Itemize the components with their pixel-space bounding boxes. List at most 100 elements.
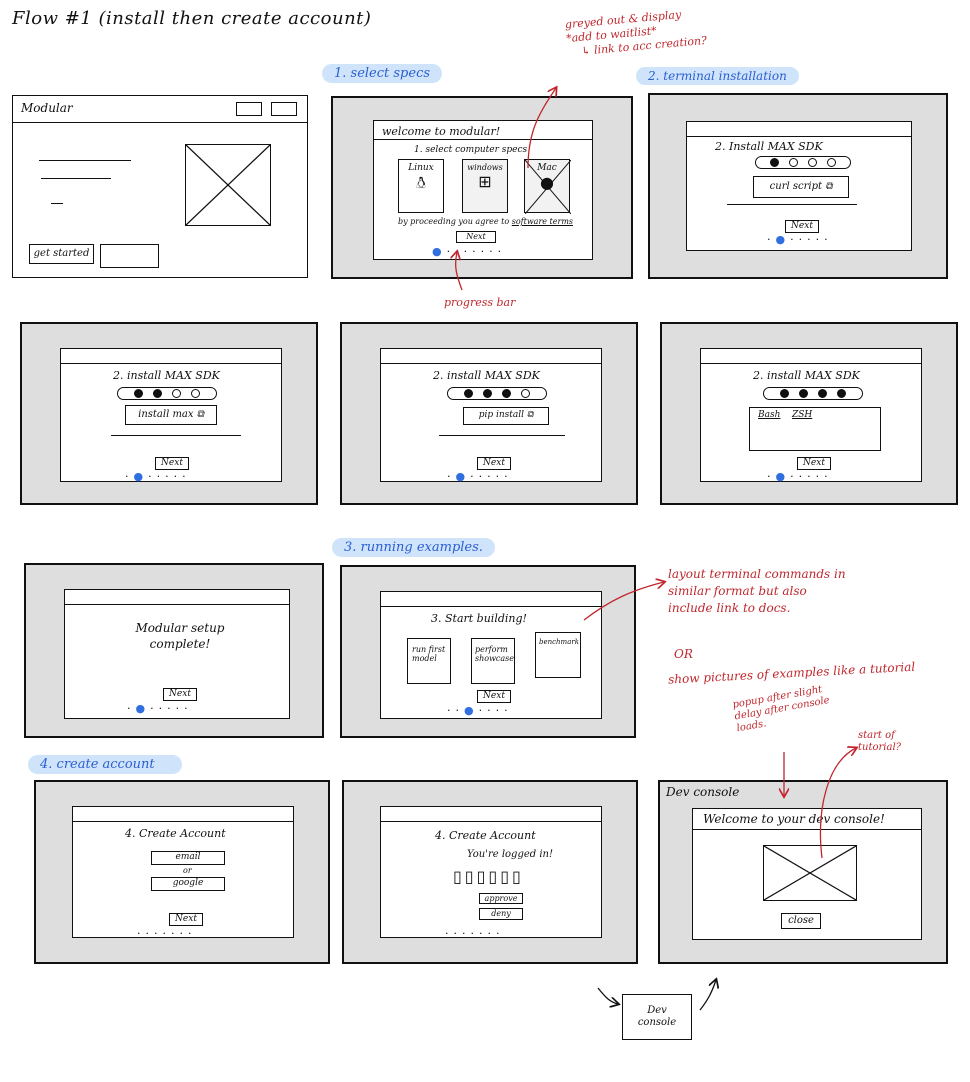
account-window: 4. Create Account You're logged in! ▯▯▯▯… <box>380 806 602 940</box>
note-tutorial: start of tutorial? <box>858 730 901 753</box>
text-line <box>727 204 857 205</box>
code-boxes[interactable]: ▯▯▯▯▯▯ <box>453 867 524 886</box>
window-button[interactable] <box>271 102 297 116</box>
curl-script-button[interactable]: curl script ⧉ <box>753 176 849 198</box>
penguin-icon: 🐧︎ <box>416 173 426 192</box>
progress-dots: ·●····· <box>125 470 191 483</box>
os-linux-label: Linux <box>408 163 434 173</box>
arrow-layout <box>583 582 664 621</box>
window-button[interactable] <box>236 102 262 116</box>
zsh-tab[interactable]: ZSH <box>792 410 813 420</box>
example-card-run-model[interactable]: run first model <box>407 638 451 684</box>
step-pill <box>447 387 547 400</box>
os-windows-label: windows <box>467 163 503 172</box>
pip-install-button[interactable]: pip install ⧉ <box>463 407 549 425</box>
welcome-text: Welcome to your dev console! <box>703 812 885 826</box>
install-frame-2: 2. install MAX SDK install max ⧉ Next ·●… <box>20 322 318 505</box>
step-pill <box>755 156 851 169</box>
install-heading: 2. install MAX SDK <box>113 369 220 382</box>
arrow-tutorial <box>819 748 856 859</box>
install-window: 2. install MAX SDK install max ⧉ Next ·●… <box>60 348 282 483</box>
text-line <box>439 435 565 436</box>
google-button[interactable]: google <box>151 877 225 891</box>
next-button[interactable]: Next <box>456 231 496 243</box>
progress-dots: ······· <box>137 927 197 940</box>
step-pill <box>763 387 863 400</box>
section-running-examples: 3. running examples. <box>332 538 495 557</box>
next-button[interactable]: Next <box>797 457 831 470</box>
account-frame: 4. Create Account email or google Next ·… <box>34 780 330 964</box>
landing-window: Modular get started <box>12 95 308 278</box>
install-heading: 2. install MAX SDK <box>753 369 860 382</box>
image-placeholder <box>763 845 857 901</box>
shell-panel: Bash ZSH <box>749 407 881 451</box>
arrow-progress <box>456 252 463 291</box>
account-window: 4. Create Account email or google Next ·… <box>72 806 294 940</box>
or-label: or <box>183 866 192 875</box>
install-heading: 2. install MAX SDK <box>433 369 540 382</box>
install-window: 2. install MAX SDK pip install ⧉ Next ·●… <box>380 348 602 483</box>
agree-text: by proceeding you agree to software term… <box>398 217 574 226</box>
next-button[interactable]: Next <box>163 688 197 701</box>
next-button[interactable]: Next <box>155 457 189 470</box>
os-mac-label: Mac <box>537 163 557 173</box>
install-frame-3: 2. install MAX SDK pip install ⧉ Next ·●… <box>340 322 638 505</box>
apple-icon: ● <box>540 173 554 192</box>
next-button[interactable]: Next <box>785 220 819 233</box>
software-terms-link[interactable]: software terms <box>511 217 574 226</box>
email-field[interactable]: email <box>151 851 225 865</box>
install-heading: 2. Install MAX SDK <box>715 140 823 153</box>
progress-dots: ·●····· <box>767 470 833 483</box>
text-line <box>39 160 131 161</box>
note-or: OR <box>674 647 693 661</box>
install-window: 2. install MAX SDK Bash ZSH Next ·●····· <box>700 348 922 483</box>
next-button[interactable]: Next <box>477 690 511 703</box>
progress-dots: ··●···· <box>447 704 513 717</box>
copy-icon[interactable]: ⧉ <box>526 410 534 420</box>
progress-dots: ·●····· <box>447 470 513 483</box>
section-select-specs: 1. select specs <box>322 64 443 83</box>
building-frame: 3. Start building! run first model perfo… <box>340 565 636 738</box>
devconsole-box: Dev console <box>622 994 692 1040</box>
copy-icon[interactable]: ⧉ <box>825 181 833 192</box>
progress-dots: ·●····· <box>767 233 833 246</box>
progress-dots: ·●····· <box>127 702 193 715</box>
secondary-button[interactable] <box>100 244 159 268</box>
text-line <box>41 178 111 179</box>
deny-button[interactable]: deny <box>479 908 523 920</box>
building-window: 3. Start building! run first model perfo… <box>380 591 602 719</box>
next-button[interactable]: Next <box>169 913 203 926</box>
step-pill <box>117 387 217 400</box>
install-frame-1: 2. Install MAX SDK curl script ⧉ Next ·●… <box>648 93 948 279</box>
install-frame-4: 2. install MAX SDK Bash ZSH Next ·●····· <box>660 322 958 505</box>
setup-window: Modular setup complete! Next ·●····· <box>64 589 290 719</box>
install-max-button[interactable]: install max ⧉ <box>125 405 217 425</box>
setup-complete-text: Modular setup complete! <box>135 621 225 651</box>
note-layout-commands: layout terminal commands in similar form… <box>668 567 846 615</box>
example-card-benchmark[interactable]: benchmark <box>535 632 581 678</box>
os-windows-card[interactable]: windows ⊞ <box>462 159 508 213</box>
specs-frame: welcome to modular! 1. select computer s… <box>331 96 633 279</box>
setup-frame: Modular setup complete! Next ·●····· <box>24 563 324 738</box>
close-button[interactable]: close <box>781 913 821 929</box>
get-started-button[interactable]: get started <box>29 244 94 264</box>
progress-dots: ······· <box>445 927 505 940</box>
specs-prompt: 1. select computer specs <box>414 145 528 155</box>
bash-tab[interactable]: Bash <box>758 410 781 420</box>
image-placeholder <box>185 144 271 226</box>
os-mac-card[interactable]: Mac ● <box>524 159 571 214</box>
arrow-into-devconsole <box>597 987 618 1004</box>
approve-button[interactable]: approve <box>479 893 523 904</box>
example-card-showcase[interactable]: perform showcase <box>471 638 515 684</box>
install-window: 2. Install MAX SDK curl script ⧉ Next ·●… <box>686 121 912 251</box>
windows-icon: ⊞ <box>478 172 492 191</box>
os-linux-card[interactable]: Linux 🐧︎ <box>398 159 444 213</box>
devconsole-frame: Dev console Welcome to your dev console!… <box>658 780 948 964</box>
text-line <box>111 435 241 436</box>
next-button[interactable]: Next <box>477 457 511 470</box>
app-title: Modular <box>21 101 73 115</box>
copy-icon[interactable]: ⧉ <box>196 409 204 420</box>
account-heading: 4. Create Account <box>435 829 536 842</box>
arrow-out-devconsole <box>699 980 716 1011</box>
